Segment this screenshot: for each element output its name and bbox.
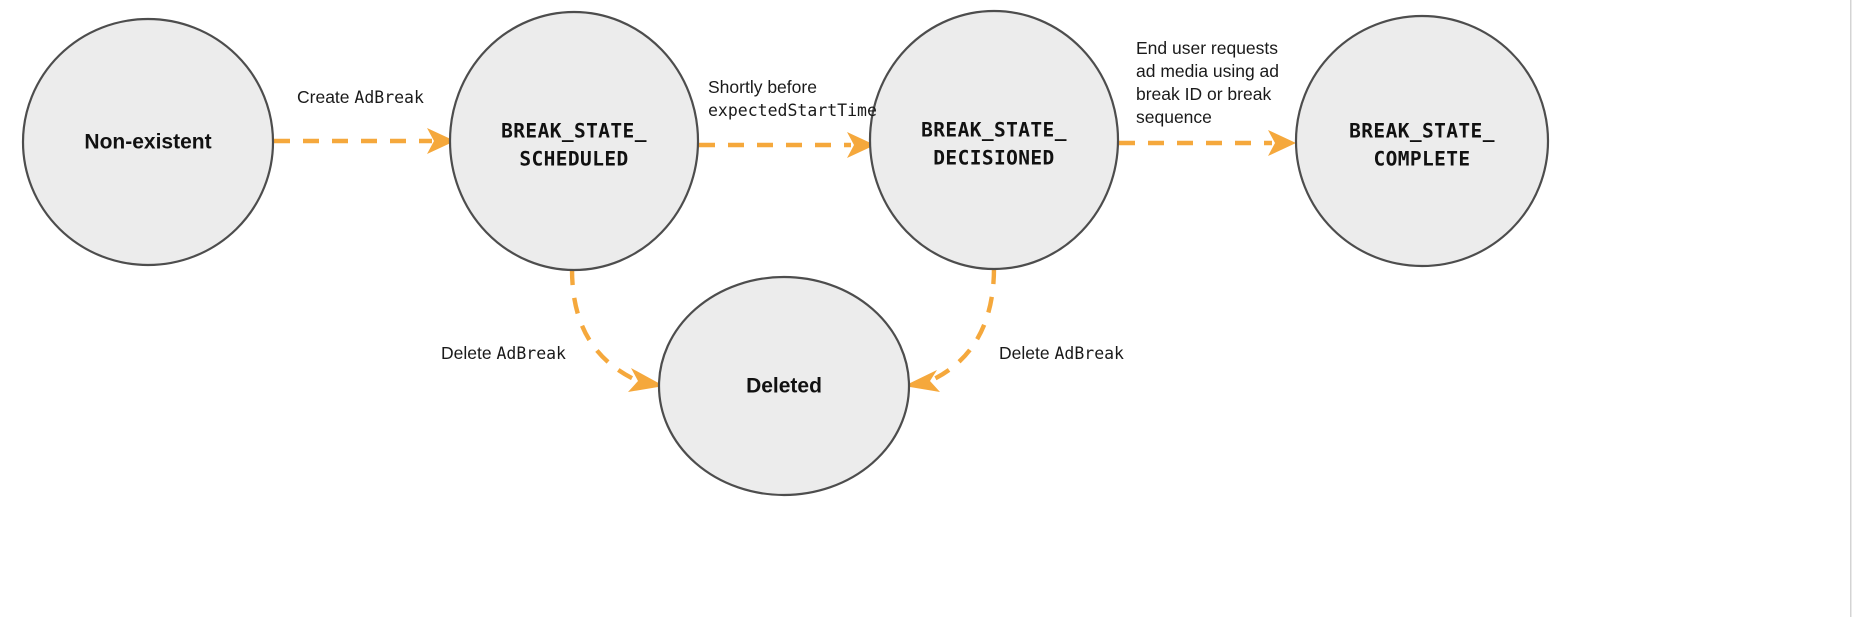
- node-non-existent-shape[interactable]: [21, 17, 275, 267]
- node-non-existent[interactable]: Non-existent: [21, 17, 275, 267]
- node-break-state-complete[interactable]: BREAK_STATE_ COMPLETE: [1294, 14, 1550, 268]
- node-deleted-label: Deleted: [746, 375, 822, 398]
- edge-label-delete-adbreak-left-code: AdBreak: [496, 344, 566, 363]
- edge-label-delete-adbreak-left: Delete AdBreak: [441, 343, 566, 363]
- node-break-state-scheduled-label-line1: BREAK_STATE_: [501, 120, 647, 143]
- node-break-state-decisioned-shape[interactable]: [868, 9, 1120, 271]
- edge-delete-adbreak-right-line: [929, 267, 997, 383]
- edge-label-create-adbreak-code: AdBreak: [354, 88, 424, 107]
- edge-delete-adbreak-left-line: [569, 268, 641, 385]
- edge-delete-adbreak-left-arrowhead: [628, 368, 664, 392]
- edge-shortly-before-arrowhead: [847, 132, 875, 158]
- edge-end-user-requests: [1119, 130, 1296, 156]
- node-break-state-decisioned-label-line2: DECISIONED: [933, 147, 1054, 170]
- node-deleted[interactable]: Deleted: [657, 275, 911, 497]
- edge-label-delete-adbreak-right-code: AdBreak: [1054, 344, 1124, 363]
- svg-text:Create AdBreak: Create AdBreak: [297, 87, 424, 107]
- node-break-state-scheduled[interactable]: BREAK_STATE_ SCHEDULED: [448, 10, 700, 272]
- edge-label-delete-adbreak-right-word1: Delete: [999, 343, 1054, 363]
- edge-label-delete-adbreak-right: Delete AdBreak: [999, 343, 1124, 363]
- node-break-state-decisioned-label-line1: BREAK_STATE_: [921, 119, 1067, 142]
- edge-label-delete-adbreak-left-word1: Delete: [441, 343, 496, 363]
- node-break-state-scheduled-label-line2: SCHEDULED: [519, 148, 628, 171]
- node-break-state-complete-label-line2: COMPLETE: [1373, 148, 1470, 171]
- edge-label-create-adbreak: Create AdBreak: [297, 87, 424, 107]
- edge-label-create-adbreak-word1: Create: [297, 87, 354, 107]
- edge-delete-adbreak-right: [904, 267, 997, 392]
- node-break-state-complete-shape[interactable]: [1294, 14, 1550, 268]
- edge-label-shortly-before-line1: Shortly before: [708, 77, 817, 97]
- edge-end-user-requests-arrowhead: [1268, 130, 1296, 156]
- edge-label-shortly-before-line2: expectedStartTime: [708, 101, 877, 120]
- svg-text:Delete AdBreak: Delete AdBreak: [999, 343, 1124, 363]
- edge-label-end-user-requests-line4: sequence: [1136, 107, 1212, 127]
- edge-label-end-user-requests-line2: ad media using ad: [1136, 61, 1279, 81]
- node-non-existent-label: Non-existent: [84, 131, 211, 154]
- svg-text:Delete AdBreak: Delete AdBreak: [441, 343, 566, 363]
- edge-label-end-user-requests-line3: break ID or break: [1136, 84, 1271, 104]
- edge-create-adbreak: [274, 128, 455, 154]
- edge-delete-adbreak-right-arrowhead: [904, 370, 940, 392]
- node-break-state-complete-label-line1: BREAK_STATE_: [1349, 120, 1495, 143]
- edge-label-end-user-requests-line1: End user requests: [1136, 38, 1278, 58]
- node-break-state-scheduled-shape[interactable]: [448, 10, 700, 272]
- edge-create-adbreak-arrowhead: [427, 128, 455, 154]
- edge-delete-adbreak-left: [569, 268, 664, 392]
- right-edge-divider: [1850, 0, 1852, 617]
- node-break-state-decisioned[interactable]: BREAK_STATE_ DECISIONED: [868, 9, 1120, 271]
- edge-label-end-user-requests: End user requests ad media using ad brea…: [1136, 38, 1279, 127]
- edge-shortly-before: [699, 132, 875, 158]
- edge-label-shortly-before: Shortly before expectedStartTime: [708, 77, 877, 120]
- node-deleted-shape[interactable]: [657, 275, 911, 497]
